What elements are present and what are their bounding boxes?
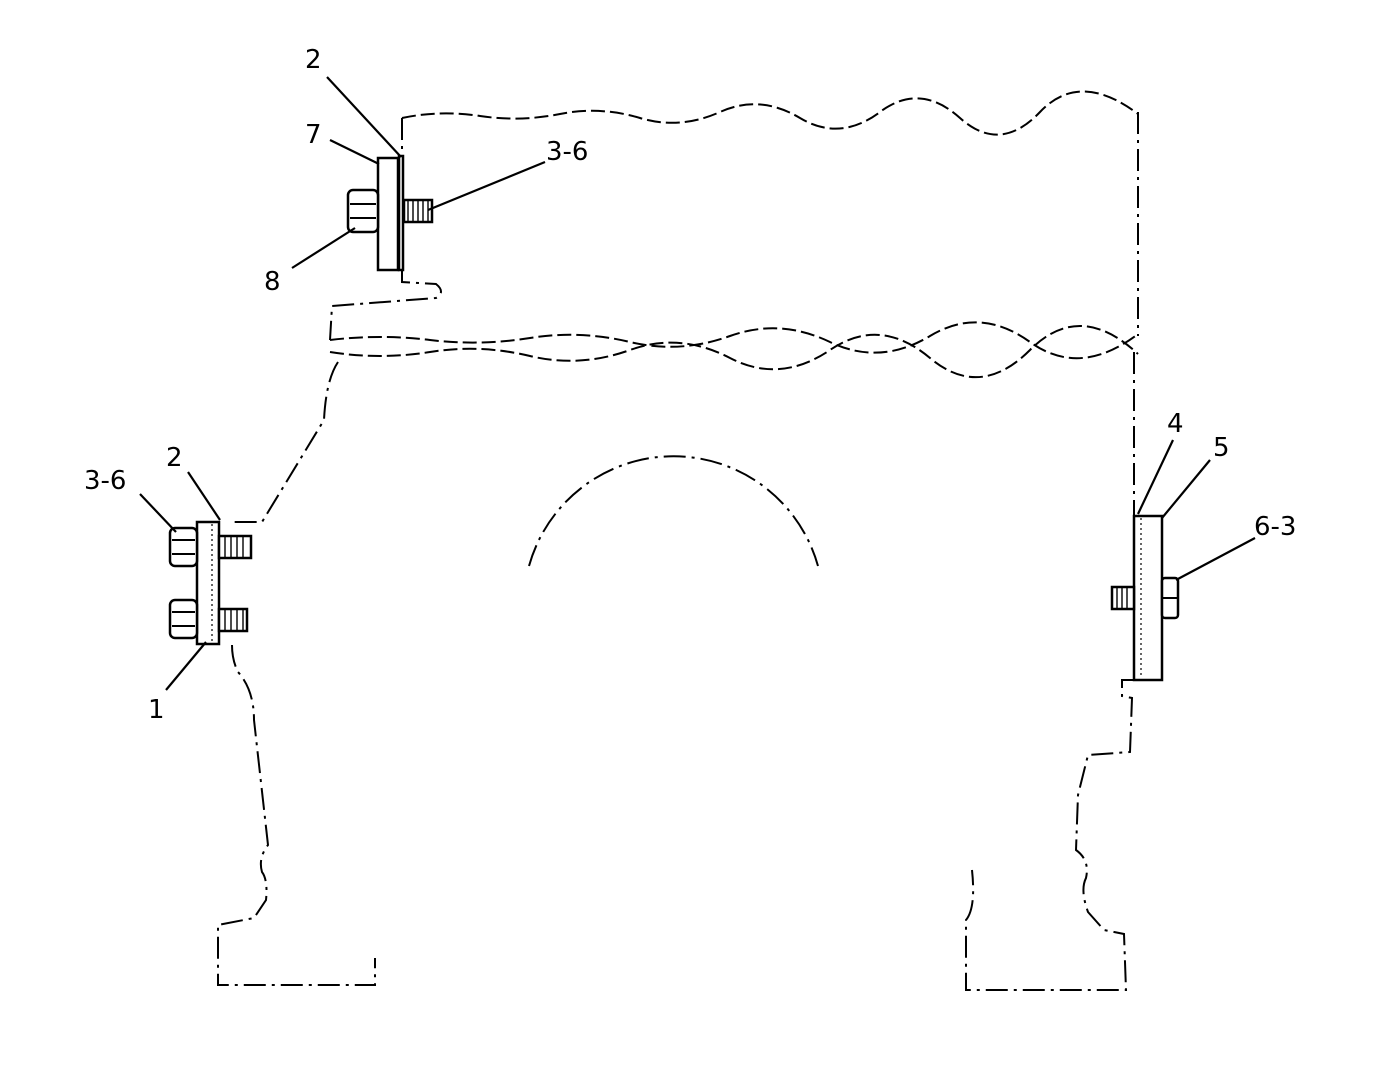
right-plate xyxy=(1132,514,1164,682)
left-nut-upper xyxy=(168,526,199,568)
callout-left-bolts: 3-6 xyxy=(84,466,126,496)
callout-top-bolt: 3-6 xyxy=(546,137,588,167)
callout-left-gasket: 2 xyxy=(166,443,183,473)
callout-top-plate: 7 xyxy=(305,120,322,150)
right-bolt xyxy=(1110,585,1136,611)
callout-left-plate: 1 xyxy=(148,695,165,725)
upper-block-outline xyxy=(329,90,1139,379)
callout-right-gasket: 4 xyxy=(1167,409,1184,439)
left-assembly xyxy=(168,520,253,646)
leader-lines xyxy=(139,76,1256,691)
callout-top-nut: 8 xyxy=(264,267,281,297)
lower-block-outline xyxy=(217,352,1136,991)
callout-top-gasket: 2 xyxy=(305,45,322,75)
top-nut xyxy=(346,188,380,234)
left-plate xyxy=(195,520,221,646)
top-plate xyxy=(376,156,400,272)
top-assembly xyxy=(346,154,434,272)
left-bolt-upper xyxy=(217,534,253,560)
left-nut-lower xyxy=(168,598,199,640)
left-bolt-lower xyxy=(217,607,249,633)
right-assembly xyxy=(1110,514,1180,682)
callout-right-bolt: 6-3 xyxy=(1254,512,1296,542)
callout-right-plate: 5 xyxy=(1213,433,1230,463)
